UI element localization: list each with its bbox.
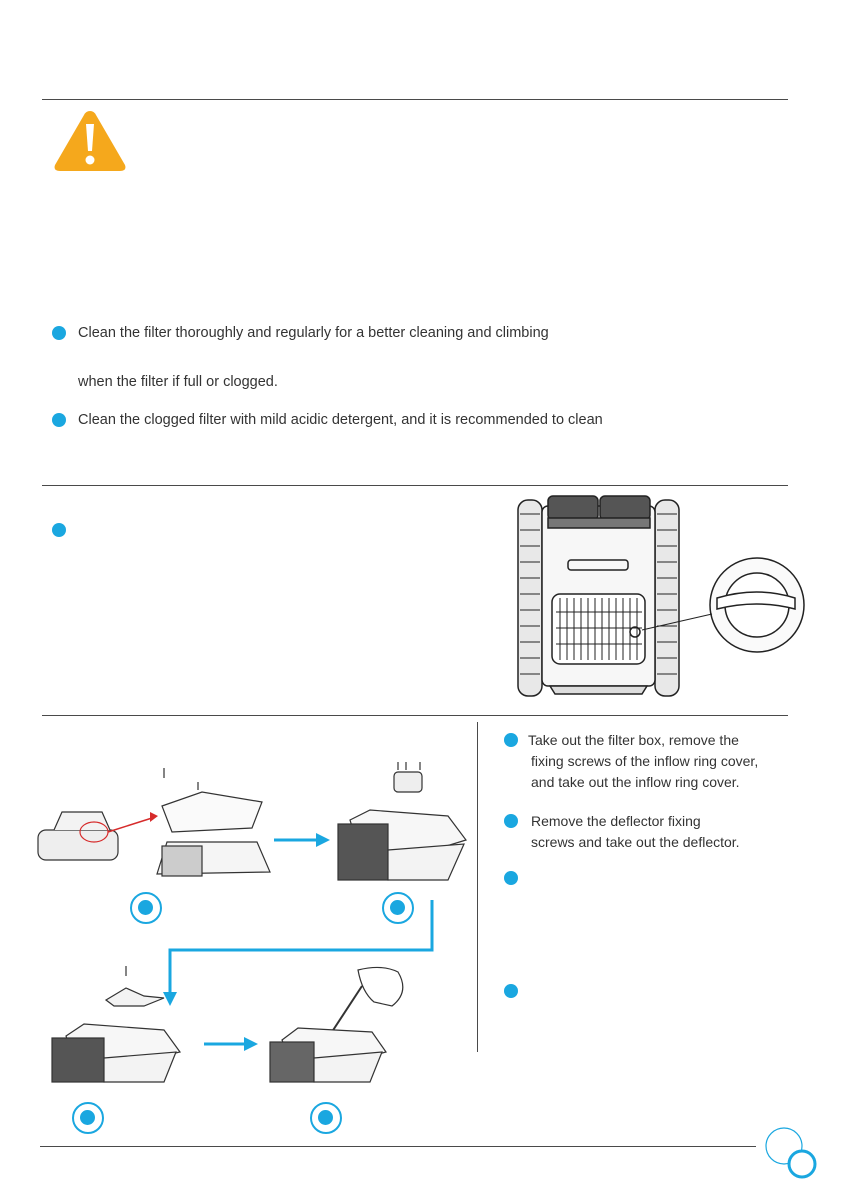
footer-divider: [40, 1146, 756, 1147]
step-2-line-2: screws and take out the deflector.: [531, 834, 740, 850]
step-ring-icon-1: [130, 892, 162, 924]
bullet-2-line-1: Clean the clogged filter with mild acidi…: [78, 412, 603, 428]
step-1-bullet: [504, 733, 518, 747]
step-2-illustration: [337, 762, 467, 881]
bullet-dot-3: [52, 523, 66, 537]
step-4-illustration: [269, 966, 404, 1083]
steps-divider: [42, 715, 788, 716]
step-1-line-3: and take out the inflow ring cover.: [531, 774, 740, 790]
top-divider: [42, 99, 788, 100]
arrow-right-icon: [274, 833, 330, 847]
bullet-dot-2: [52, 413, 66, 427]
step-ring-icon-3: [72, 1102, 104, 1134]
step-2-bullet: [504, 814, 518, 828]
step-1-line-1: Take out the filter box, remove the: [528, 732, 739, 748]
step-1-line-2: fixing screws of the inflow ring cover,: [531, 753, 759, 769]
step-3-bullet: [504, 871, 518, 885]
step-ring-icon-4: [310, 1102, 342, 1134]
step-ring-icon-2: [382, 892, 414, 924]
step-1-illustration: [37, 768, 271, 877]
flow-connector: [163, 900, 434, 1006]
step-2-line-1: Remove the deflector fixing: [531, 813, 701, 829]
warning-triangle-icon: [54, 111, 126, 171]
arrow-right-icon-2: [204, 1037, 258, 1051]
bullet-1-line-2: when the filter if full or clogged.: [78, 374, 278, 390]
step-3-illustration: [51, 966, 182, 1083]
page-number-badge-icon: [765, 1127, 817, 1179]
steps-column-divider: [477, 722, 478, 1052]
middle-divider: [42, 485, 788, 486]
bullet-1-line-1: Clean the filter thoroughly and regularl…: [78, 325, 549, 341]
step-4-bullet: [504, 984, 518, 998]
robot-cleaner-illustration: [517, 495, 805, 697]
bullet-dot-1: [52, 326, 66, 340]
